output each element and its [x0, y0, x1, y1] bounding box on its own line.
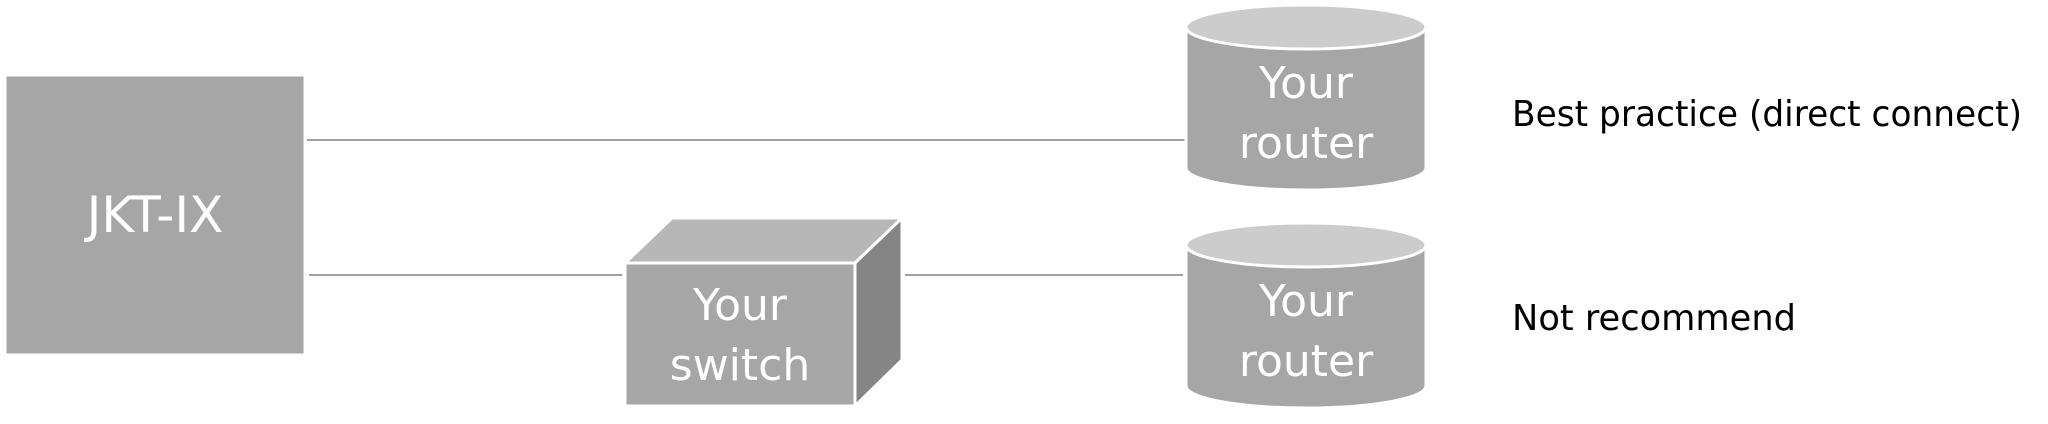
- router-top-node: Your router: [1184, 3, 1428, 192]
- router-bottom-label-line2: router: [1239, 336, 1374, 387]
- ix-node: JKT-IX: [3, 73, 307, 357]
- switch-node: Your switch: [621, 214, 906, 410]
- switch-front-face: [623, 261, 857, 408]
- best-practice-label: Best practice (direct connect): [1512, 94, 2022, 135]
- switch-label-line1: Your: [692, 280, 788, 331]
- router-top-body: [1184, 25, 1428, 192]
- router-top-cap: [1184, 3, 1428, 51]
- router-top-label-line2: router: [1239, 118, 1374, 169]
- router-bottom-cap: [1184, 221, 1428, 269]
- ix-label: JKT-IX: [84, 186, 224, 244]
- router-bottom-body: [1184, 243, 1428, 410]
- switch-label-line2: switch: [670, 340, 810, 391]
- router-bottom-label-line1: Your: [1258, 276, 1354, 327]
- router-top-label-line1: Your: [1258, 58, 1354, 109]
- not-recommend-label: Not recommend: [1512, 298, 1796, 339]
- router-bottom-node: Your router: [1184, 221, 1428, 410]
